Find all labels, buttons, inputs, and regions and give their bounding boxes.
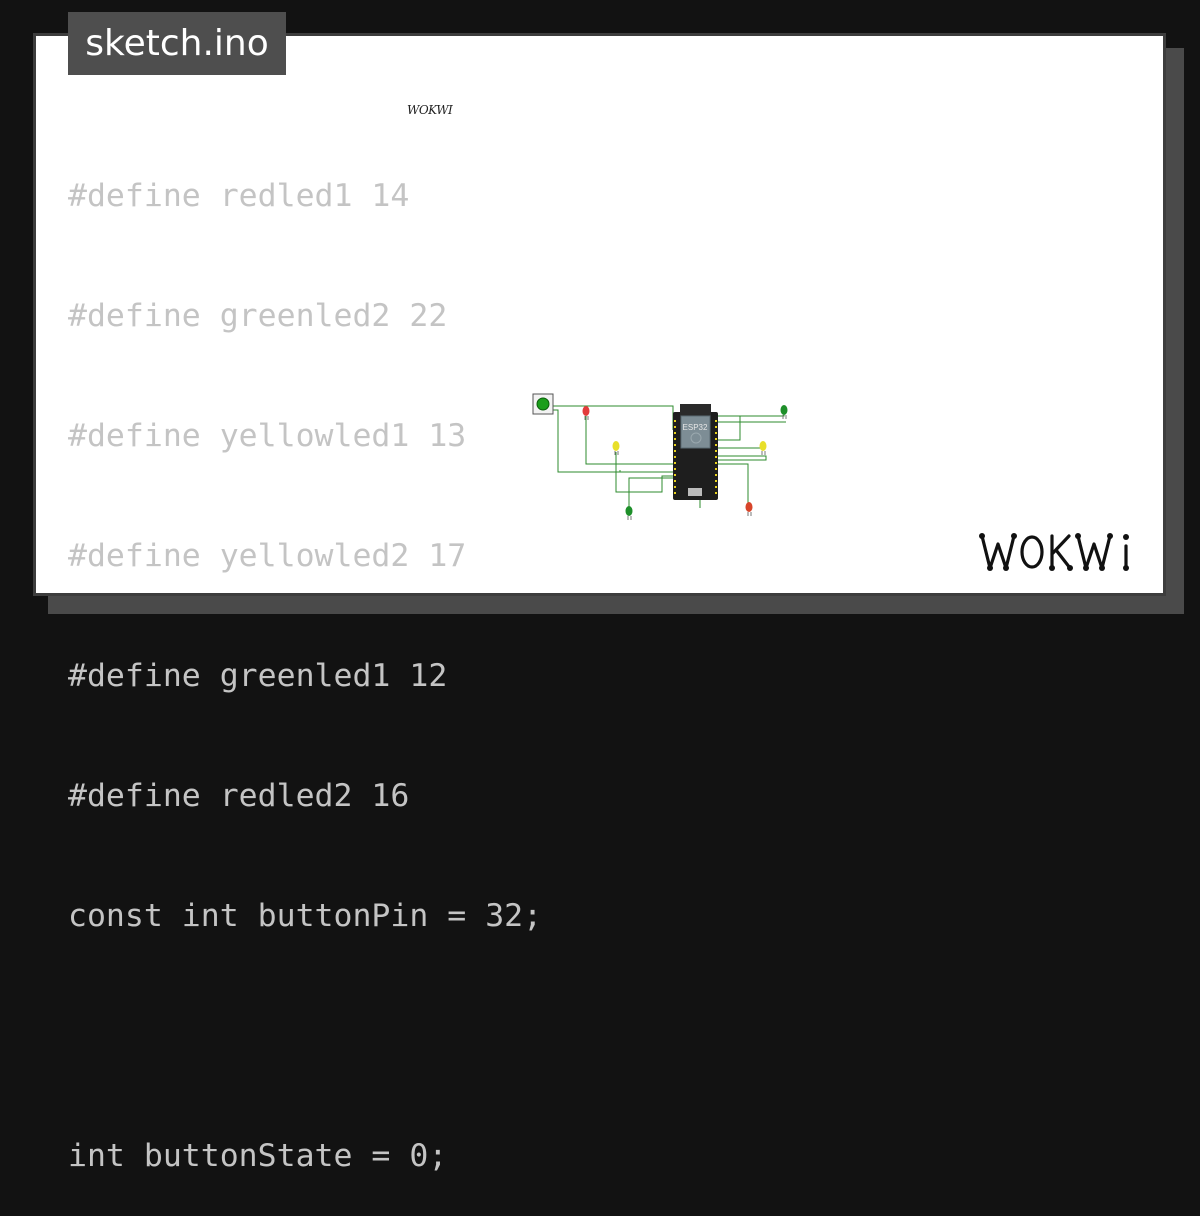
circuit-diagram: ESP32 [532,393,788,520]
simulator-watermark: WOKWI [407,103,453,117]
esp32-label: ESP32 [683,423,708,432]
code-line: #define yellowled1 13 [68,418,467,454]
wires [553,405,786,512]
led-green-2 [780,405,788,419]
led-yellow-1 [612,441,620,455]
code-line: #define yellowled2 17 [68,538,467,574]
esp32-board: ESP32 [673,404,718,500]
code-line: int buttonState = 0; [68,1138,448,1174]
code-line: const int buttonPin = 32; [68,898,543,934]
preview-card [33,33,1166,596]
led-red-2 [745,502,753,516]
code-line: #define greenled1 12 [68,658,448,694]
code-line: #define redled2 16 [68,778,410,814]
push-button [532,393,554,415]
code-line: #define greenled2 22 [68,298,448,334]
code-line: #define redled1 14 [68,178,410,214]
led-yellow-2 [759,441,767,455]
led-red-1 [582,406,590,420]
code-line [68,1012,542,1060]
file-name-tab[interactable]: sketch.ino [68,12,286,75]
led-green-1 [625,506,633,520]
wokwi-logo-icon [979,533,1129,571]
